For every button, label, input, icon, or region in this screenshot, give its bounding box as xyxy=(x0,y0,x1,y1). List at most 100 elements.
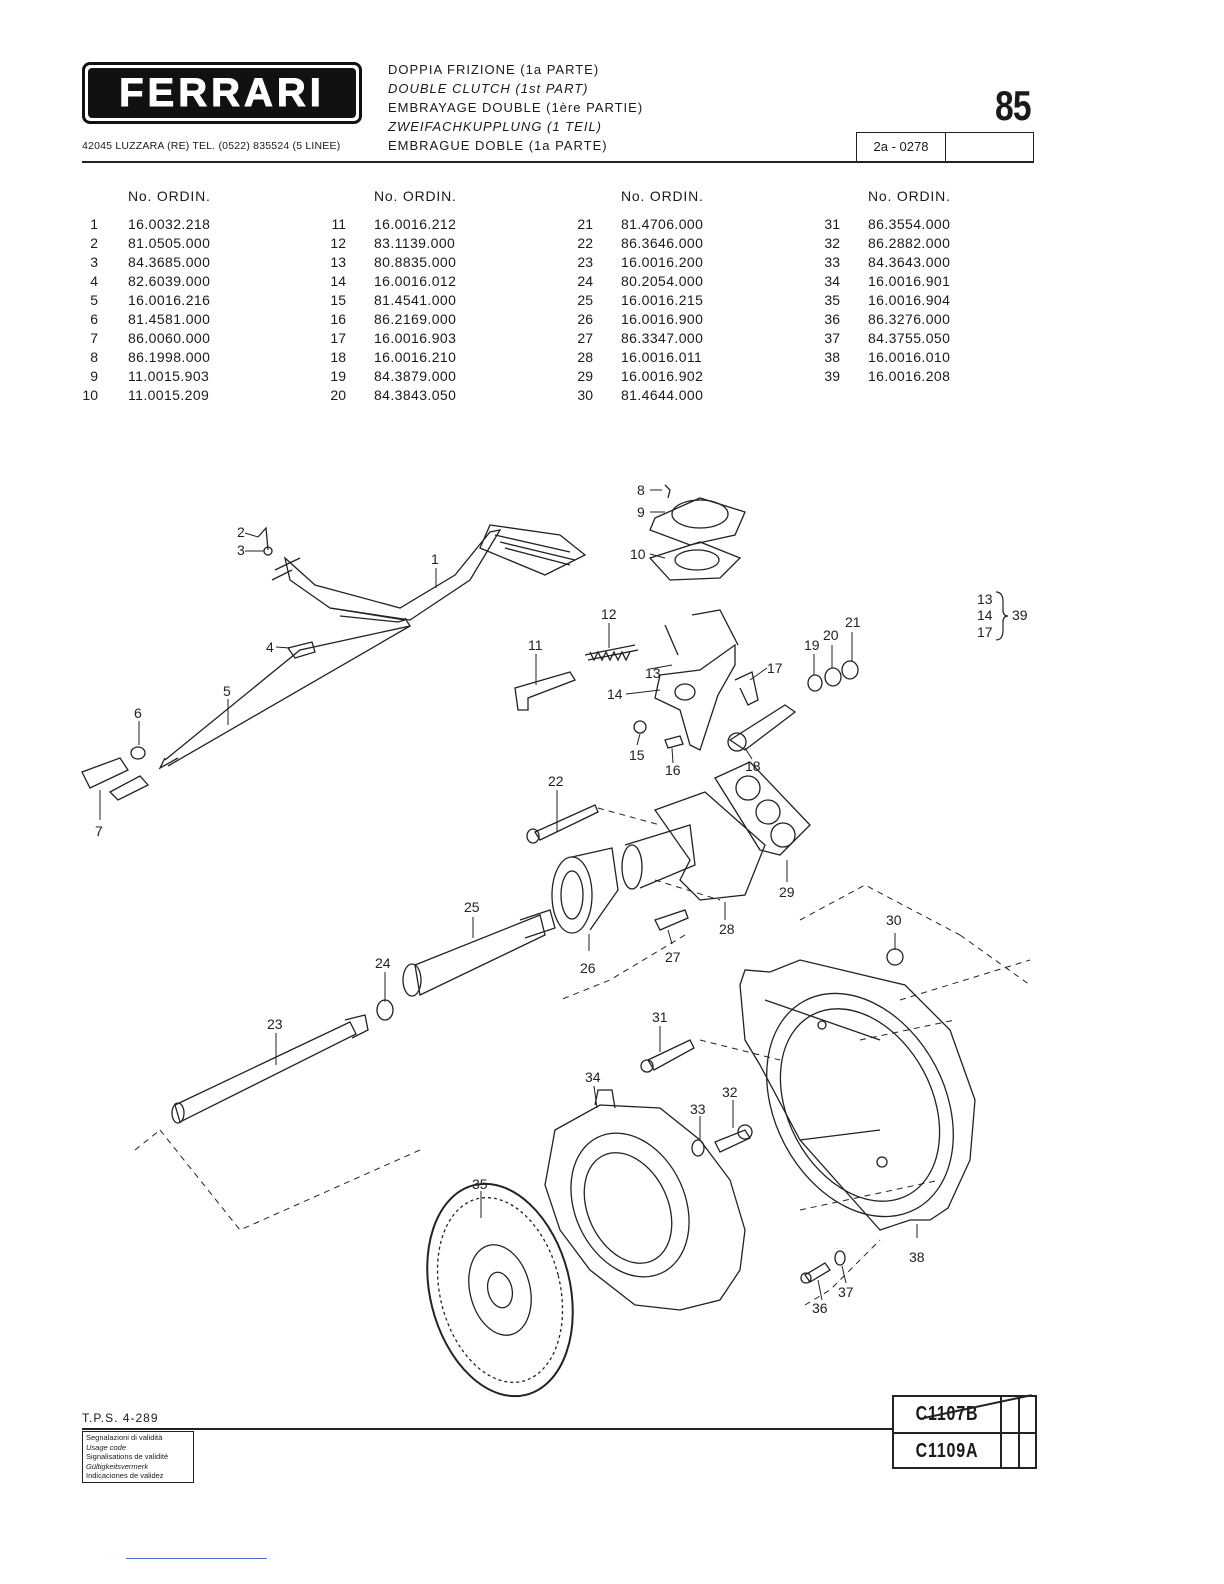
title-block: DOPPIA FRIZIONE (1a PARTE) DOUBLE CLUTCH… xyxy=(388,60,643,155)
shaft-25-part xyxy=(402,909,556,997)
column-header: No. ORDIN. xyxy=(128,188,211,204)
title-en: DOUBLE CLUTCH (1st PART) xyxy=(388,81,589,96)
cover-plate-part xyxy=(648,484,746,581)
callout-22: 22 xyxy=(548,773,564,789)
bolt-31-part xyxy=(640,1039,695,1073)
validity-line-fr: Signalisations de validité xyxy=(86,1452,169,1462)
callout-36: 36 xyxy=(812,1300,828,1316)
company-address: 42045 LUZZARA (RE) TEL. (0522) 835524 (5… xyxy=(82,140,341,152)
callout-23: 23 xyxy=(267,1016,283,1032)
callout-2: 2 xyxy=(237,524,245,540)
validity-line-en: Usage code xyxy=(86,1442,127,1452)
title-it: DOPPIA FRIZIONE (1a PARTE) xyxy=(388,62,600,77)
callout-24: 24 xyxy=(375,955,391,971)
scan-edge-mark xyxy=(126,1558,267,1559)
callout-33: 33 xyxy=(690,1101,706,1117)
clip-17-part xyxy=(734,671,759,706)
column-header: No. ORDIN. xyxy=(621,188,704,204)
rod-part xyxy=(158,617,412,770)
bracket-11-part xyxy=(514,671,576,711)
revision-code-new: C1109A xyxy=(915,1440,979,1462)
validity-legend: Segnalazioni di validità Usage code Sign… xyxy=(82,1431,194,1483)
clutch-disc-35-part xyxy=(426,1182,574,1398)
fork-14-part xyxy=(654,609,739,751)
callout-16: 16 xyxy=(665,762,681,778)
callout-11: 11 xyxy=(528,637,543,653)
pin-18-part xyxy=(727,704,797,752)
nut-30-part xyxy=(886,948,904,966)
callout-8: 8 xyxy=(637,482,645,498)
pedal-lever-part xyxy=(271,524,587,623)
footer-divider xyxy=(82,1428,894,1430)
group-member-14: 14 xyxy=(977,607,993,623)
assembly-group-note: 13 14 17 39 xyxy=(977,591,1028,641)
callout-25: 25 xyxy=(464,899,480,915)
clevis-part xyxy=(81,746,150,801)
callout-10: 10 xyxy=(630,546,646,562)
bearing-26-part xyxy=(551,847,619,934)
stud-16-part xyxy=(664,735,684,749)
callout-34: 34 xyxy=(585,1069,601,1085)
callout-31: 31 xyxy=(652,1009,668,1025)
group-brace xyxy=(995,591,1009,641)
callout-9: 9 xyxy=(637,504,645,520)
column-header: No. ORDIN. xyxy=(868,188,951,204)
assembly-axes xyxy=(134,807,1031,1306)
header-divider xyxy=(82,161,1034,163)
revision-row-old: C1107B xyxy=(894,1394,1035,1434)
title-es: EMBRAGUE DOBLE (1a PARTE) xyxy=(388,138,608,153)
ring-24-part xyxy=(376,999,394,1021)
exploded-diagram: 2 3 1 4 5 6 7 8 9 10 11 12 13 14 15 16 1… xyxy=(81,482,1031,1398)
revision-code-box: C1107B C1109A xyxy=(892,1394,1037,1469)
bolt-32-part xyxy=(714,1124,753,1153)
callout-29: 29 xyxy=(779,884,795,900)
callout-26: 26 xyxy=(580,960,596,976)
callout-38: 38 xyxy=(909,1249,925,1265)
callout-21: 21 xyxy=(845,614,861,630)
callout-7: 7 xyxy=(95,823,103,839)
callout-20: 20 xyxy=(823,627,839,643)
washer-33-part xyxy=(691,1139,705,1157)
group-assembly-39: 39 xyxy=(1012,607,1028,623)
screw-36-part xyxy=(800,1262,831,1284)
page-number: 85 xyxy=(995,82,1032,129)
logo-plate: FERRARI xyxy=(88,68,356,118)
title-fr: EMBRAYAGE DOUBLE (1ère PARTIE) xyxy=(388,100,644,115)
callout-27: 27 xyxy=(665,949,681,965)
gasket-29-part xyxy=(714,761,811,856)
logo-text: FERRARI xyxy=(119,70,325,115)
group-member-13: 13 xyxy=(977,591,993,607)
reference-code: 2a - 0278 xyxy=(857,133,946,161)
tps-reference: T.P.S. 4-289 xyxy=(82,1411,159,1425)
callout-28: 28 xyxy=(719,921,735,937)
callout-18: 18 xyxy=(745,758,761,774)
callout-5: 5 xyxy=(223,683,231,699)
callout-37: 37 xyxy=(838,1284,854,1300)
validity-line-it: Segnalazioni di validità xyxy=(86,1433,163,1442)
pressure-plate-34-part xyxy=(544,1089,746,1311)
callout-labels: 2 3 1 4 5 6 7 8 9 10 11 12 13 14 15 16 1… xyxy=(95,482,925,1316)
callout-3: 3 xyxy=(237,542,245,558)
screw-4-part xyxy=(286,641,316,659)
callout-14: 14 xyxy=(607,686,623,702)
validity-line-es: Indicaciones de validez xyxy=(86,1471,164,1481)
callout-32: 32 xyxy=(722,1084,738,1100)
callout-13: 13 xyxy=(645,665,661,681)
callout-19: 19 xyxy=(804,637,820,653)
reference-box: 2a - 0278 xyxy=(856,132,1034,162)
washers-19-21-part xyxy=(807,660,859,692)
callout-6: 6 xyxy=(134,705,142,721)
group-member-17: 17 xyxy=(977,624,993,640)
bolt-22-part xyxy=(526,804,599,844)
validity-line-de: Gültigkeitsvermerk xyxy=(86,1461,149,1471)
callout-1: 1 xyxy=(431,551,439,567)
callout-12: 12 xyxy=(601,606,617,622)
spring-12-part xyxy=(584,644,639,662)
nut-15-part xyxy=(633,720,647,734)
revision-row-new: C1109A xyxy=(894,1434,1035,1469)
leader-lines xyxy=(99,489,918,1301)
column-header: No. ORDIN. xyxy=(374,188,457,204)
guide-sleeve-28-part xyxy=(621,791,766,901)
bell-housing-38-part xyxy=(739,959,976,1231)
shaft-23-part xyxy=(171,1014,369,1124)
